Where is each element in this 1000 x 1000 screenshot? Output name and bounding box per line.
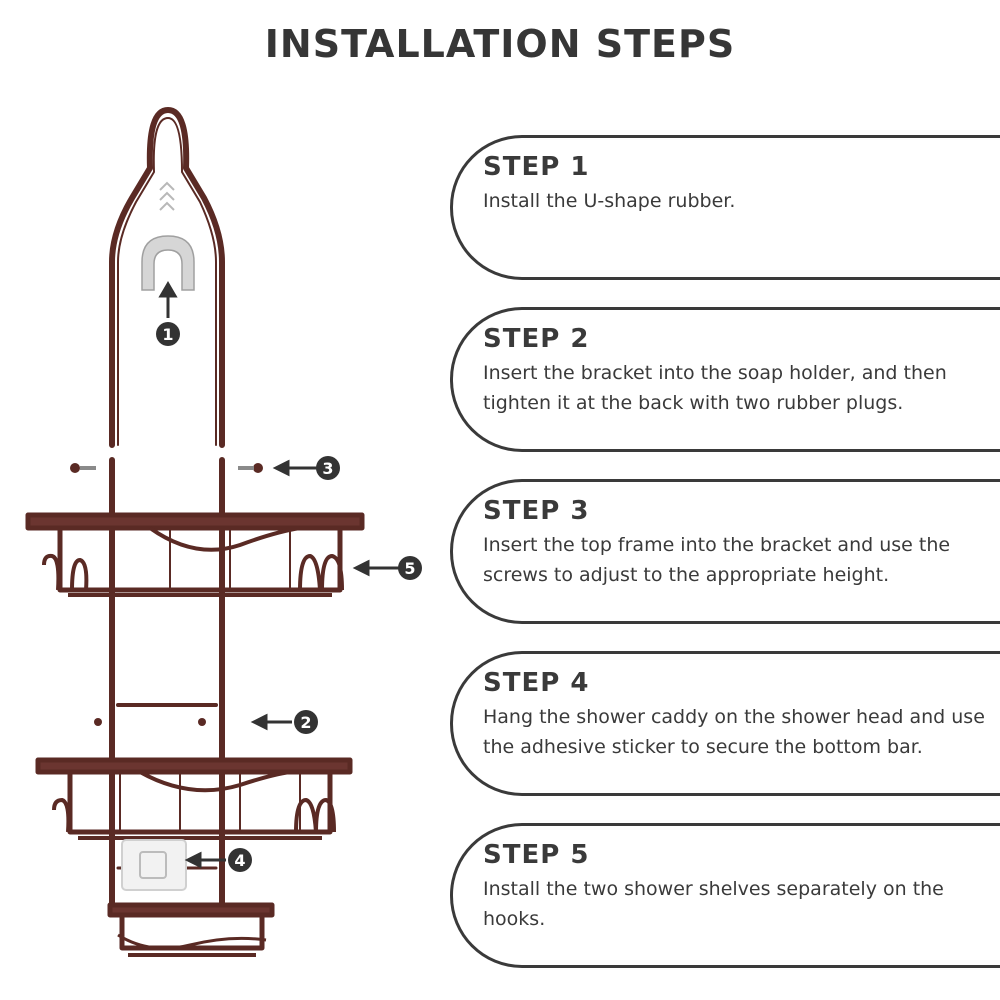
- lower-shelf: [35, 757, 353, 840]
- step-description: Hang the shower caddy on the shower head…: [483, 706, 985, 758]
- plug-icon: [94, 718, 206, 726]
- callout-badge-1: 1: [156, 322, 180, 346]
- step-description: Insert the top frame into the bracket an…: [483, 534, 951, 586]
- step-title: STEP 2: [483, 324, 590, 354]
- step-title: STEP 4: [483, 668, 590, 698]
- step-description: Install the U-shape rubber.: [483, 190, 736, 212]
- callout-badge-2: 2: [294, 710, 318, 734]
- arrow-left-icon: [250, 713, 292, 731]
- hook-loop: [109, 107, 225, 448]
- step-description: Install the two shower shelves separatel…: [483, 878, 944, 930]
- step-5-panel: STEP 5 Install the two shower shelves se…: [450, 823, 1000, 968]
- screw-icon: [70, 463, 263, 473]
- step-1-panel: STEP 1 Install the U-shape rubber.: [450, 135, 1000, 280]
- arrow-up-icon: [158, 281, 178, 318]
- page-title: INSTALLATION STEPS: [264, 22, 736, 66]
- step-title: STEP 3: [483, 496, 590, 526]
- adhesive-sticker: [121, 839, 187, 891]
- callout-number: 1: [162, 325, 173, 344]
- step-description: Insert the bracket into the soap holder,…: [483, 362, 947, 414]
- callout-number: 3: [322, 459, 333, 478]
- callout-badge-4: 4: [228, 848, 252, 872]
- arrow-left-icon: [272, 459, 318, 477]
- step-title: STEP 5: [483, 840, 590, 870]
- upper-shelf: [25, 512, 365, 597]
- step-4-panel: STEP 4 Hang the shower caddy on the show…: [450, 651, 1000, 796]
- callout-badge-3: 3: [316, 456, 340, 480]
- callout-number: 5: [404, 559, 415, 578]
- callout-badge-5: 5: [398, 556, 422, 580]
- step-3-panel: STEP 3 Insert the top frame into the bra…: [450, 479, 1000, 624]
- arrow-left-icon: [352, 559, 400, 577]
- step-2-panel: STEP 2 Insert the bracket into the soap …: [450, 307, 1000, 452]
- callout-number: 2: [300, 713, 311, 732]
- chevron-up-icon: [159, 181, 175, 211]
- shower-caddy-diagram: 1 2 3 4 5: [25, 107, 422, 957]
- arrow-left-icon: [184, 851, 226, 869]
- u-shape-rubber: [141, 235, 195, 291]
- soap-basket: [107, 902, 275, 957]
- callout-number: 4: [234, 851, 245, 870]
- hook-inner: [117, 117, 217, 446]
- step-title: STEP 1: [483, 152, 590, 182]
